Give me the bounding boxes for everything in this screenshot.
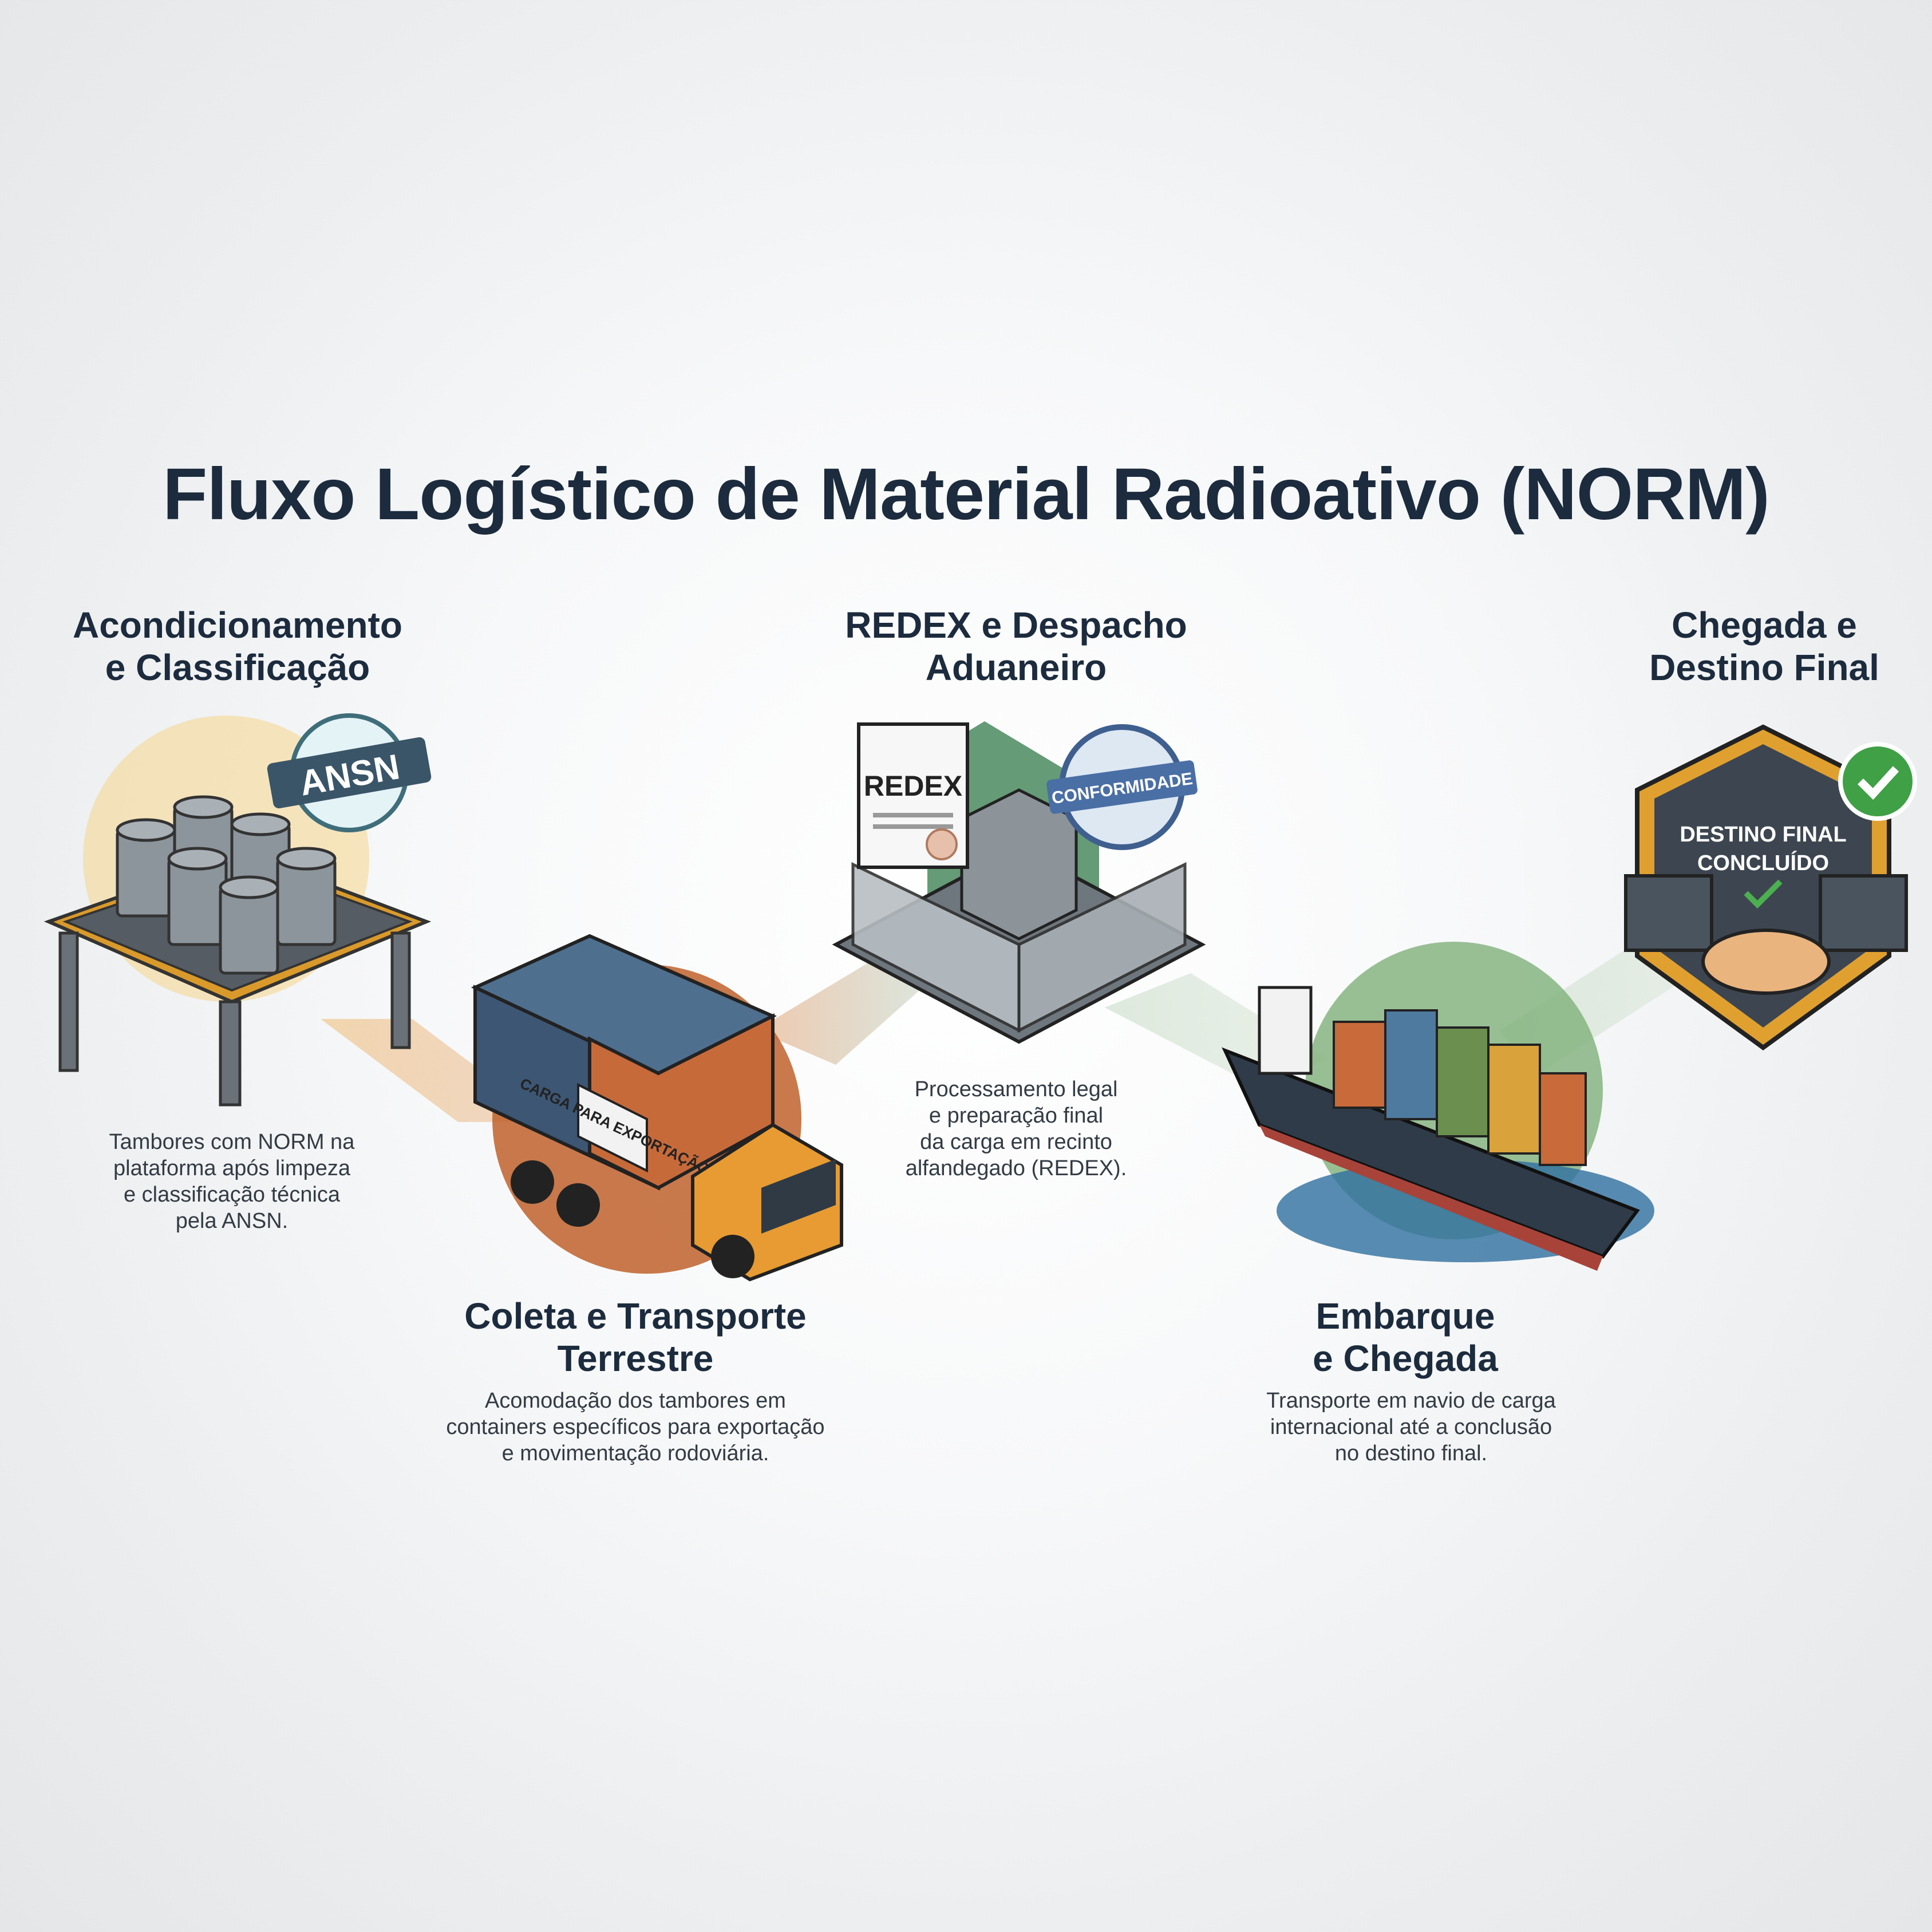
connector-2-3 xyxy=(756,962,939,1065)
redex-document-label: REDEX xyxy=(864,770,962,802)
step-5-heading: Chegada e Destino Final xyxy=(1535,604,1932,689)
step-2-heading: Coleta e Transporte Terrestre xyxy=(406,1295,864,1380)
truck-container-illustration: CARGA PARA EXPORTAÇÃO xyxy=(471,934,843,1282)
step-2-heading-line1: Coleta e Transporte xyxy=(464,1295,807,1337)
step-1-heading: Acondicionamento e Classificação xyxy=(9,604,467,689)
desc-line: da carga em recinto xyxy=(920,1130,1112,1154)
conformidade-stamp: CONFORMIDADE xyxy=(1046,724,1198,850)
step-3-description: Processamento legal e preparação final d… xyxy=(787,1076,1245,1182)
step-3-heading: REDEX e Despacho Aduaneiro xyxy=(787,604,1245,689)
desc-line: no destino final. xyxy=(1334,1441,1488,1465)
desc-line: Processamento legal xyxy=(914,1077,1118,1101)
desc-line: Tambores com NORM na xyxy=(109,1130,355,1154)
desc-line: containers específicos para exportação xyxy=(446,1415,825,1439)
desc-line: pela ANSN. xyxy=(175,1209,289,1233)
step-4-heading-line1: Embarque xyxy=(1315,1295,1495,1337)
desc-line: e preparação final xyxy=(929,1104,1104,1128)
destination-badge-illustration: DESTINO FINAL CONCLUÍDO xyxy=(1624,724,1917,1050)
desc-line: internacional até a conclusão xyxy=(1270,1415,1552,1439)
redex-facility-illustration: REDEX xyxy=(832,721,1206,1044)
step-1-description: Tambores com NORM na plataforma após lim… xyxy=(3,1129,461,1234)
step-3-heading-line1: REDEX e Despacho xyxy=(845,605,1187,646)
step-2-description: Acomodação dos tambores em containers es… xyxy=(406,1388,864,1467)
badge-line1: DESTINO FINAL xyxy=(1680,823,1846,847)
desc-line: Transporte em navio de carga xyxy=(1266,1389,1556,1413)
page-title: Fluxo Logístico de Material Radioativo (… xyxy=(163,453,1770,535)
step-5-heading-line1: Chegada e xyxy=(1672,605,1857,646)
step-1-heading-line1: Acondicionamento xyxy=(72,605,403,646)
step-4-heading: Embarque e Chegada xyxy=(1176,1295,1634,1380)
desc-line: e movimentação rodoviária. xyxy=(501,1441,769,1465)
ansn-stamp: ANSN xyxy=(267,713,432,832)
step-2-heading-line2: Terrestre xyxy=(557,1338,714,1379)
cargo-ship-illustration xyxy=(1222,942,1654,1271)
badge-line2: CONCLUÍDO xyxy=(1697,850,1829,875)
drum-platform-illustration xyxy=(44,716,432,1107)
step-1-heading-line2: e Classificação xyxy=(105,647,370,688)
desc-line: Acomodação dos tambores em xyxy=(485,1389,786,1413)
step-4-description: Transporte em navio de carga internacion… xyxy=(1182,1388,1640,1467)
desc-line: plataforma após limpeza xyxy=(113,1156,350,1180)
step-4-heading-line2: e Chegada xyxy=(1313,1338,1498,1379)
step-5-heading-line2: Destino Final xyxy=(1649,647,1879,688)
desc-line: alfandegado (REDEX). xyxy=(905,1156,1127,1180)
desc-line: e classificação técnica xyxy=(123,1183,341,1207)
step-3-heading-line2: Aduaneiro xyxy=(925,647,1107,688)
